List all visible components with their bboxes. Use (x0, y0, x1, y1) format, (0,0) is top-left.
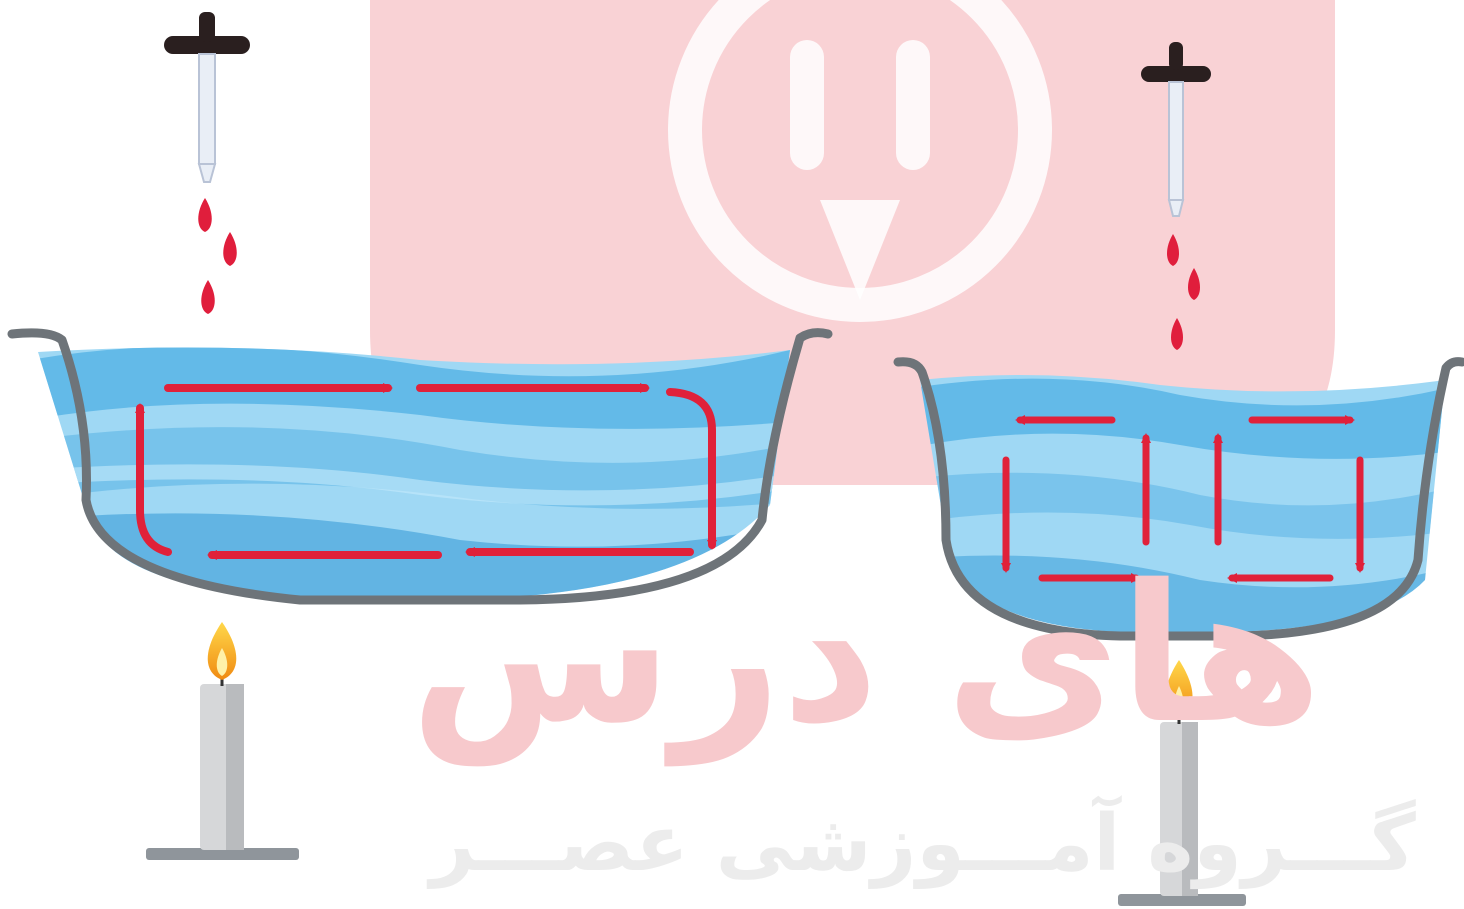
left-dropper (164, 12, 250, 182)
watermark-title: های درس (410, 560, 1322, 750)
left-dye-drops (198, 198, 237, 314)
left-candle (146, 622, 299, 860)
watermark-subtitle: گـــروه آمـــوزشی عصـــر (430, 805, 1416, 883)
